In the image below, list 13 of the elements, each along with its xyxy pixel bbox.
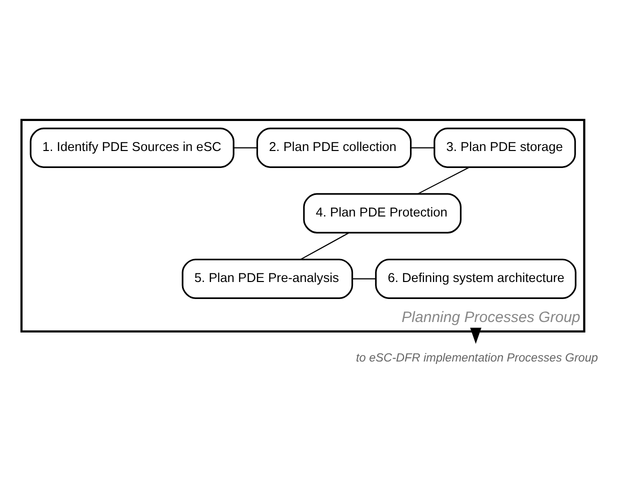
node-box: 1. Identify PDE Sources in eSC: [30, 128, 234, 168]
node-box: 6. Defining system architecture: [375, 258, 576, 299]
arrow: [470, 328, 482, 344]
node-box: 3. Plan PDE storage: [434, 128, 576, 168]
connector: [411, 147, 434, 148]
connector: [300, 232, 350, 260]
connector: [417, 166, 470, 194]
node-box: 2. Plan PDE collection: [256, 128, 412, 168]
node-box: 5. Plan PDE Pre-analysis: [182, 258, 354, 299]
connector: [234, 147, 257, 148]
node-box: 4. Plan PDE Protection: [303, 193, 462, 234]
connector: [352, 278, 376, 280]
node-text: to eSC-DFR implementation Processes Group: [356, 350, 598, 364]
